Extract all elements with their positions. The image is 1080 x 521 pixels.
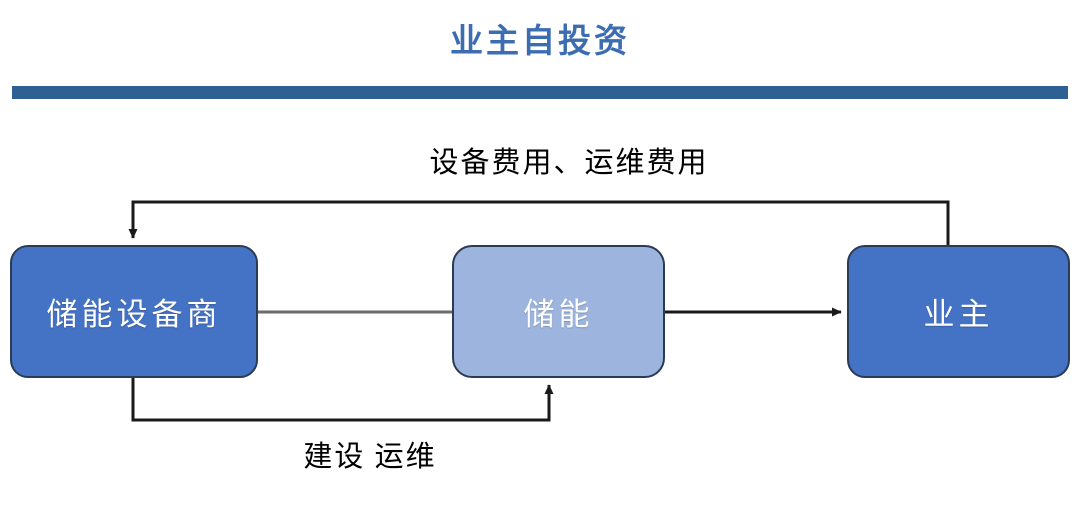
page-title: 业主自投资 [450,24,630,60]
edge-supplier-to-storage-build [131,378,554,422]
node-storage-label: 储能 [523,297,594,332]
node-supplier-label: 储能设备商 [46,297,222,332]
edge-label-fees: 设备费用、运维费用 [429,147,709,179]
node-supplier[interactable]: 储能设备商 [10,245,258,378]
edge-label-build-operate: 建设 运维 [303,441,437,473]
node-owner-label: 业主 [923,297,994,332]
title-divider-rule [12,86,1068,99]
edge-owner-to-supplier [128,200,950,245]
node-storage[interactable]: 储能 [452,245,665,378]
node-owner[interactable]: 业主 [847,245,1070,378]
